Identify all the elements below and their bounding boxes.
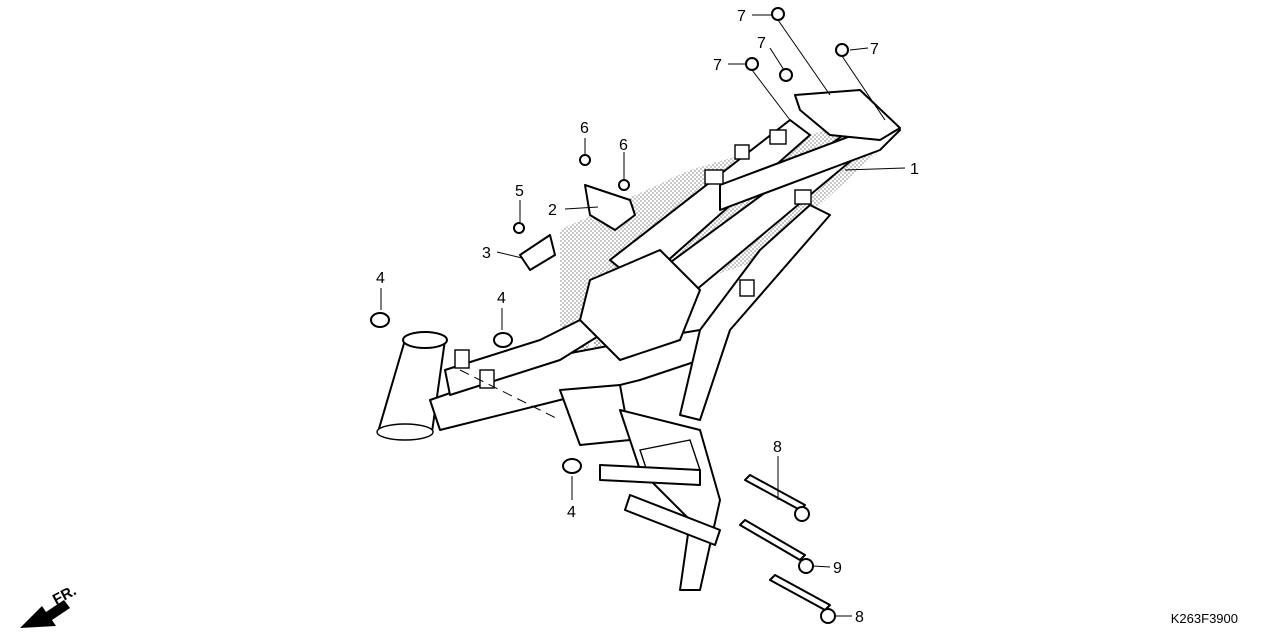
bracket-3 [519, 234, 556, 271]
callout-7c: 7 [713, 57, 722, 74]
drawing-code: K263F3900 [1170, 611, 1238, 626]
callout-6b: 6 [619, 137, 628, 154]
front-arrow-icon [20, 600, 70, 628]
callout-2: 2 [548, 202, 557, 219]
callout-7a: 7 [737, 8, 746, 25]
callout-6a: 6 [580, 120, 589, 137]
callout-7d: 7 [870, 41, 879, 58]
front-arrow: FR. [20, 582, 79, 628]
nut-4b [493, 332, 513, 348]
bracket-2 [584, 184, 636, 231]
nut-4c [562, 458, 582, 474]
long-bolt-9 [739, 519, 814, 574]
callout-5: 5 [515, 183, 524, 200]
bolt-6b [618, 179, 630, 191]
callout-1: 1 [910, 161, 919, 178]
callout-8a: 8 [773, 439, 782, 456]
callout-9: 9 [833, 560, 842, 577]
front-label: FR. [50, 582, 79, 608]
callout-labels: 1 2 3 4 4 4 5 6 6 7 7 7 7 8 8 9 [376, 8, 919, 626]
leader-lines [380, 14, 906, 617]
callout-8b: 8 [855, 609, 864, 626]
callout-3: 3 [482, 245, 491, 262]
callout-4b: 4 [497, 290, 506, 307]
callout-4c: 4 [567, 504, 576, 521]
bolt-6a [579, 154, 591, 166]
long-bolt-8b [769, 574, 836, 624]
callout-4a: 4 [376, 270, 385, 287]
bolt-5 [513, 222, 525, 234]
callout-7b: 7 [757, 35, 766, 52]
long-bolt-8a [744, 474, 810, 522]
nut-4a [370, 312, 390, 328]
frame-body [376, 89, 901, 591]
